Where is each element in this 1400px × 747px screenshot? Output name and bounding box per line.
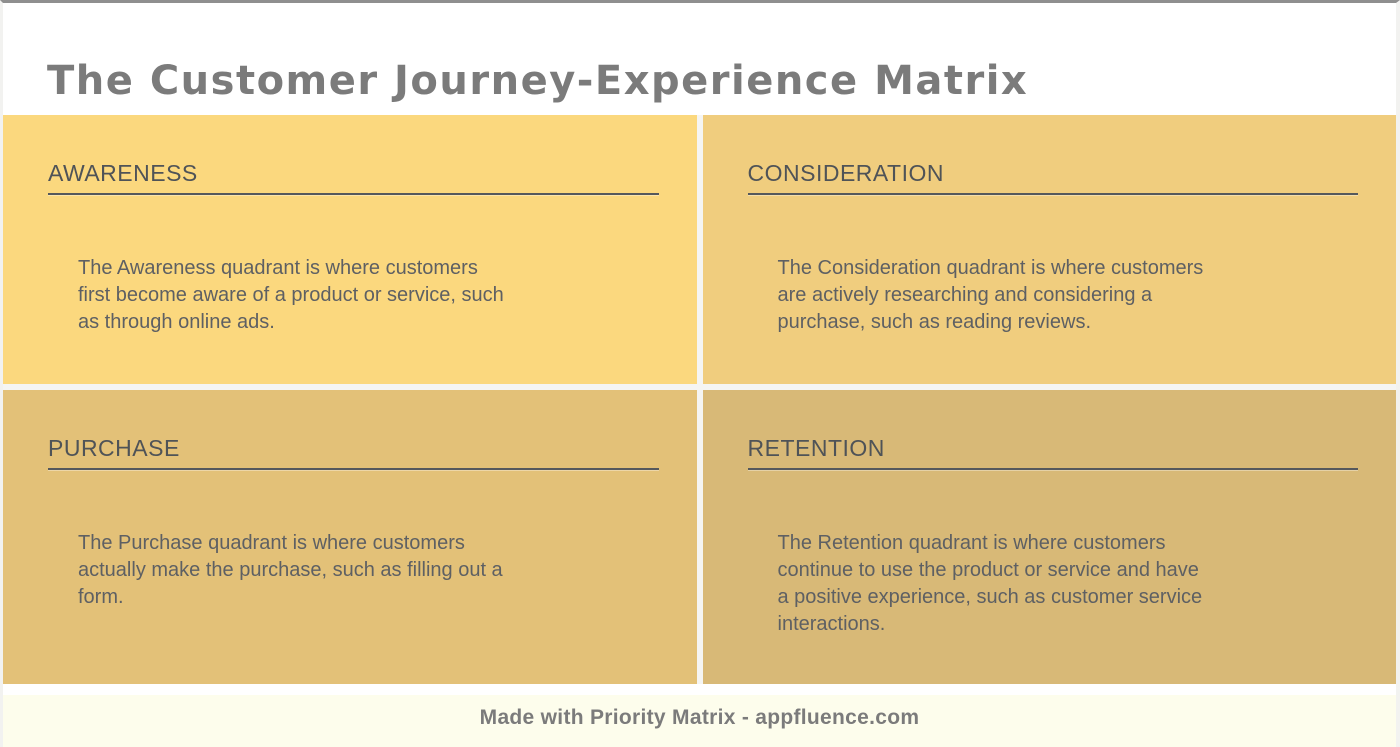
page-title: The Customer Journey-Experience Matrix: [47, 57, 1029, 104]
quadrant-consideration: CONSIDERATION The Consideration quadrant…: [702, 115, 1396, 384]
quadrant-retention-label: RETENTION: [747, 435, 885, 461]
quadrant-retention-description: The Retention quadrant is where customer…: [777, 532, 1203, 635]
quadrant-purchase-description: The Purchase quadrant is where customers…: [78, 532, 503, 608]
footer-credit-text: Made with Priority Matrix - appfluence.c…: [479, 706, 920, 729]
quadrant-awareness-underline: [48, 193, 659, 195]
quadrant-consideration-description: The Consideration quadrant is where cust…: [777, 257, 1204, 333]
quadrant-retention-underline: [747, 468, 1358, 470]
footer-bar: Made with Priority Matrix - appfluence.c…: [3, 695, 1396, 747]
quadrant-awareness: AWARENESS The Awareness quadrant is wher…: [3, 115, 697, 384]
quadrant-consideration-label: CONSIDERATION: [747, 160, 944, 186]
quadrant-purchase: PURCHASE The Purchase quadrant is where …: [3, 390, 697, 684]
quadrant-consideration-underline: [747, 193, 1358, 195]
quadrant-purchase-underline: [48, 468, 659, 470]
quadrant-purchase-label: PURCHASE: [48, 435, 180, 461]
quadrant-retention: RETENTION The Retention quadrant is wher…: [702, 390, 1396, 684]
quadrant-awareness-description: The Awareness quadrant is where customer…: [78, 257, 504, 333]
quadrant-awareness-label: AWARENESS: [48, 160, 198, 186]
quadrant-matrix: AWARENESS The Awareness quadrant is wher…: [3, 115, 1396, 684]
